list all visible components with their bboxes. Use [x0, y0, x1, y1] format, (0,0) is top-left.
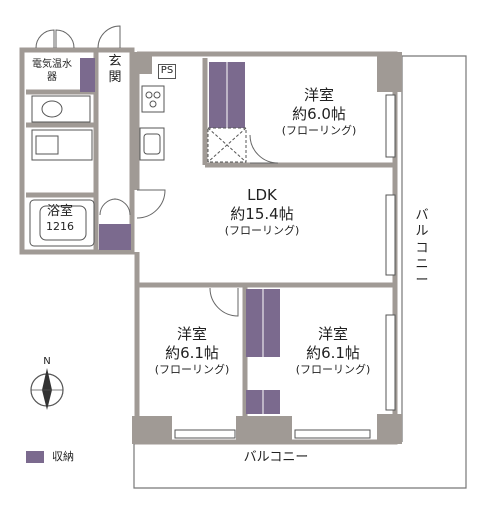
room-entrance: 玄関: [108, 54, 122, 86]
room-floor: (フローリング): [224, 223, 300, 237]
room-western-top: 洋室 約6.0帖 (フローリング): [276, 86, 362, 137]
room-size: 約6.1帖: [165, 343, 219, 362]
north-label: N: [43, 356, 51, 367]
balcony-bottom-label: バルコニー: [243, 450, 309, 465]
room-floor: (フローリング): [281, 123, 357, 137]
balcony-outline: [133, 55, 467, 489]
room-western-right: 洋室 約6.1帖 (フローリング): [287, 325, 379, 376]
legend-swatch: [26, 451, 44, 463]
room-name: LDK: [247, 186, 277, 204]
room-floor: (フローリング): [154, 362, 230, 376]
water-heater-label: 電気温水器: [32, 59, 72, 83]
room-size: 約6.0帖: [292, 104, 346, 123]
room-size: 約15.4帖: [230, 204, 294, 223]
room-bath: 浴室 1216: [34, 204, 86, 234]
room-ldk: LDK 約15.4帖 (フローリング): [214, 186, 310, 237]
ps-label: PS: [158, 64, 176, 79]
compass-icon: [30, 368, 64, 410]
legend-label: 収納: [52, 450, 74, 463]
room-name: 洋室: [303, 86, 334, 104]
room-name: 洋室: [176, 325, 207, 343]
doors: [35, 25, 279, 317]
fixtures: [29, 85, 247, 247]
room-name: 洋室: [317, 325, 348, 343]
balcony-right-label: バルコニー: [415, 208, 429, 288]
room-floor: (フローリング): [295, 362, 371, 376]
room-size: 1216: [46, 220, 74, 234]
room-western-left: 洋室 約6.1帖 (フローリング): [146, 325, 238, 376]
pillars: [132, 52, 402, 444]
room-name: 浴室: [46, 204, 73, 219]
windows: [174, 94, 396, 439]
room-size: 約6.1帖: [306, 343, 360, 362]
walls: [19, 47, 398, 445]
